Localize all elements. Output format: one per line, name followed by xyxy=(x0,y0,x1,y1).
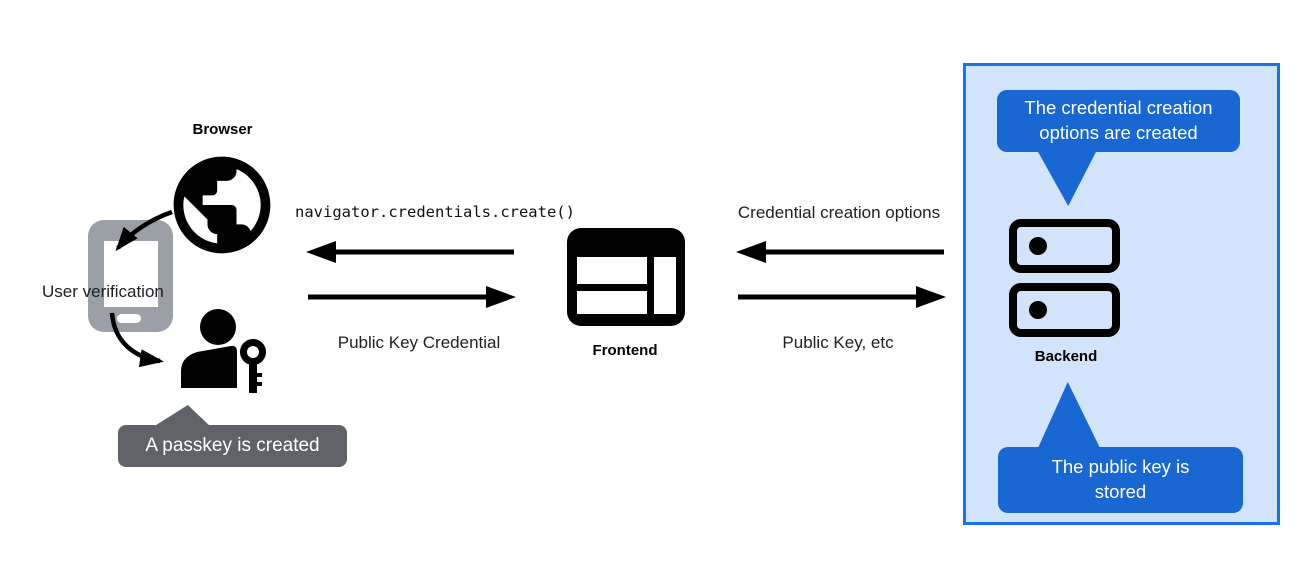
public-key-etc-label: Public Key, etc xyxy=(782,333,894,352)
smartphone-icon xyxy=(88,220,173,332)
public-key-stored-callout-pointer xyxy=(1038,382,1100,448)
credential-creation-options-label: Credential creation options xyxy=(737,203,941,222)
credential-options-callout: The credential creation options are crea… xyxy=(997,90,1240,152)
passkey-tooltip-pointer xyxy=(153,405,211,427)
arrow-frontend-to-backend xyxy=(738,286,946,308)
passkey-tooltip: A passkey is created xyxy=(118,425,347,467)
arrow-browser-to-frontend xyxy=(308,286,516,308)
credential-options-callout-pointer xyxy=(1037,150,1097,206)
server-stack-icon xyxy=(1009,219,1120,337)
verification-flow-arrows xyxy=(109,209,173,368)
globe-icon xyxy=(173,156,271,254)
browser-window-icon xyxy=(567,228,685,326)
public-key-stored-callout: The public key is stored xyxy=(998,447,1243,513)
browser-caption: Browser xyxy=(192,121,253,138)
user-verification-label: User verification xyxy=(42,282,164,301)
public-key-credential-label: Public Key Credential xyxy=(337,333,501,352)
person-with-key-icon xyxy=(181,309,266,393)
navigator-credentials-create-label: navigator.credentials.create() xyxy=(295,203,575,221)
frontend-caption: Frontend xyxy=(592,342,658,359)
arrow-backend-to-frontend xyxy=(736,241,944,263)
backend-caption: Backend xyxy=(1034,348,1098,365)
backend-panel: The credential creation options are crea… xyxy=(963,63,1280,525)
arrow-frontend-to-browser xyxy=(306,241,514,263)
